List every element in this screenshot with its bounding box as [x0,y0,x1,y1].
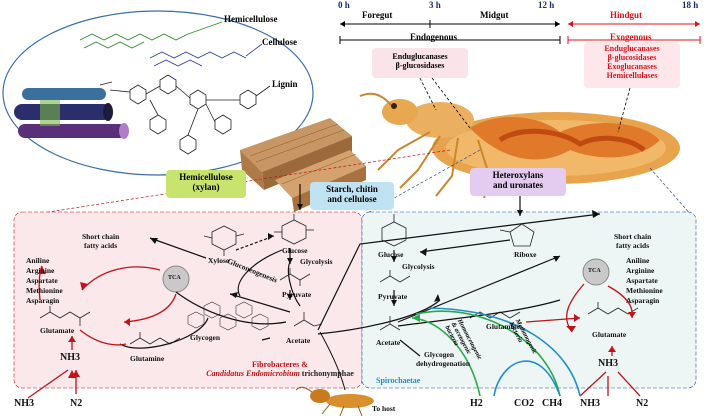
left-organism-rest: trichonymphae [301,369,354,378]
left-short-chain-1: Short chain [82,232,120,241]
right-spirochaetae: Spirochaetae [376,376,421,385]
left-pyruvate: Pyruvate [282,290,312,299]
left-nh3: NH3 [14,398,34,409]
left-short-chain-2: fatty acids [84,241,118,250]
left-glycogen: Glycogen [190,333,220,342]
substrate-hemicellulose-box: Hemicellulose (xylan) [166,170,246,198]
right-riboxe: Riboxe [514,250,537,259]
endogenous-label: Endogenous [410,32,458,42]
right-tca: TCA [588,268,601,274]
exogenous-label: Exogenous [610,32,652,42]
right-glycogen-2: dehydrogenation [416,359,471,368]
enzyme-exo-3: Exoglucanases [607,62,657,71]
substrate-hemi-line2: (xylan) [192,182,220,192]
tick-12h: 12 h [538,0,555,10]
right-glucose: Glucose [378,250,404,259]
right-n2: N2 [636,398,649,409]
tick-0h: 0 h [338,0,350,10]
section-foregut: Foregut [362,10,393,20]
tick-3h: 3 h [429,0,441,10]
right-nh3-mid: NH3 [598,358,618,369]
substrate-hetero-line1: Heteroxylans [492,170,544,180]
bottom-to-host: To host [372,404,396,413]
enzyme-exo-4: Hemicellulases [606,71,658,80]
right-aa-3: Aspartate [626,276,658,285]
left-glycolysis: Glycolysis [300,257,333,266]
left-acetate: Acetate [286,336,311,345]
left-nh3-mid: NH3 [60,352,80,363]
enzyme-exo-1: Enduglucanases [604,44,660,53]
right-short-chain-1: Short chain [614,232,652,241]
substrate-heteroxylans-box: Heteroxylans and uronates [470,168,566,196]
right-glutamate: Glutamate [592,330,627,339]
right-aa-4: Methionine [626,286,663,295]
enzyme-endo-2: β-glucosidases [395,61,445,70]
substrate-hetero-line2: and uronates [492,180,544,190]
right-aa-2: Arginine [626,266,655,275]
left-tca: TCA [168,275,181,281]
right-aa-5: Asparagin [626,296,660,305]
tick-18h: 18 h [682,0,699,10]
bottom-ch4: CH4 [542,398,562,409]
substrate-starch-line1: Starch, chitin [326,184,378,194]
left-glutamine: Glutamine [130,354,165,363]
left-aa-3: Aspartate [26,276,58,285]
enzyme-exo-2: β-glucosidases [607,53,657,62]
left-aa-5: Asparagin [26,296,60,305]
substrate-hemi-line1: Hemicellulose [179,172,233,182]
section-hindgut: Hindgut [610,10,643,20]
left-aa-4: Methionine [26,286,63,295]
wood-cellulose-label: Cellulose [262,37,297,47]
right-acetate: Acetate [376,338,401,347]
left-aa-2: Arginine [26,266,55,275]
left-organism-label: Fibrobacteres & Candidatus Endomicrobium… [200,360,360,378]
right-short-chain-2: fatty acids [616,241,650,250]
left-glutamate: Glutamate [40,326,75,335]
right-glutamine: Glutamine [486,322,521,331]
exogenous-enzymes-box: Enduglucanases β-glucosidases Exoglucana… [584,42,680,88]
left-organism-line1: Fibrobacteres & [252,360,308,369]
left-xylose: Xylose [208,256,230,265]
section-midgut: Midgut [480,10,509,20]
right-aa-1: Aniline [626,256,650,265]
timeline-bars [339,20,701,44]
substrate-starch-box: Starch, chitin and cellulose [310,182,394,210]
bottom-h2: H2 [470,398,483,409]
right-nh3: NH3 [580,398,600,409]
left-n2: N2 [70,398,83,409]
enzyme-endo-1: Enduglucanases [392,52,448,61]
wood-hemicellulose-label: Hemicellulose [224,14,278,24]
endogenous-enzymes-box: Enduglucanases β-glucosidases [372,48,468,78]
right-pyruvate: Pyruvate [378,292,408,301]
left-organism-italic: Candidatus Endomicrobium [206,369,300,378]
substrate-starch-line2: and cellulose [327,194,377,204]
bottom-co2: CO2 [514,398,534,409]
left-aa-1: Aniline [26,256,50,265]
left-glucose: Glucose [282,246,308,255]
wood-lignin-label: Lignin [272,79,298,89]
right-glycolysis: Glycolysis [402,262,435,271]
right-glycogen-1: Glycogen [424,350,454,359]
